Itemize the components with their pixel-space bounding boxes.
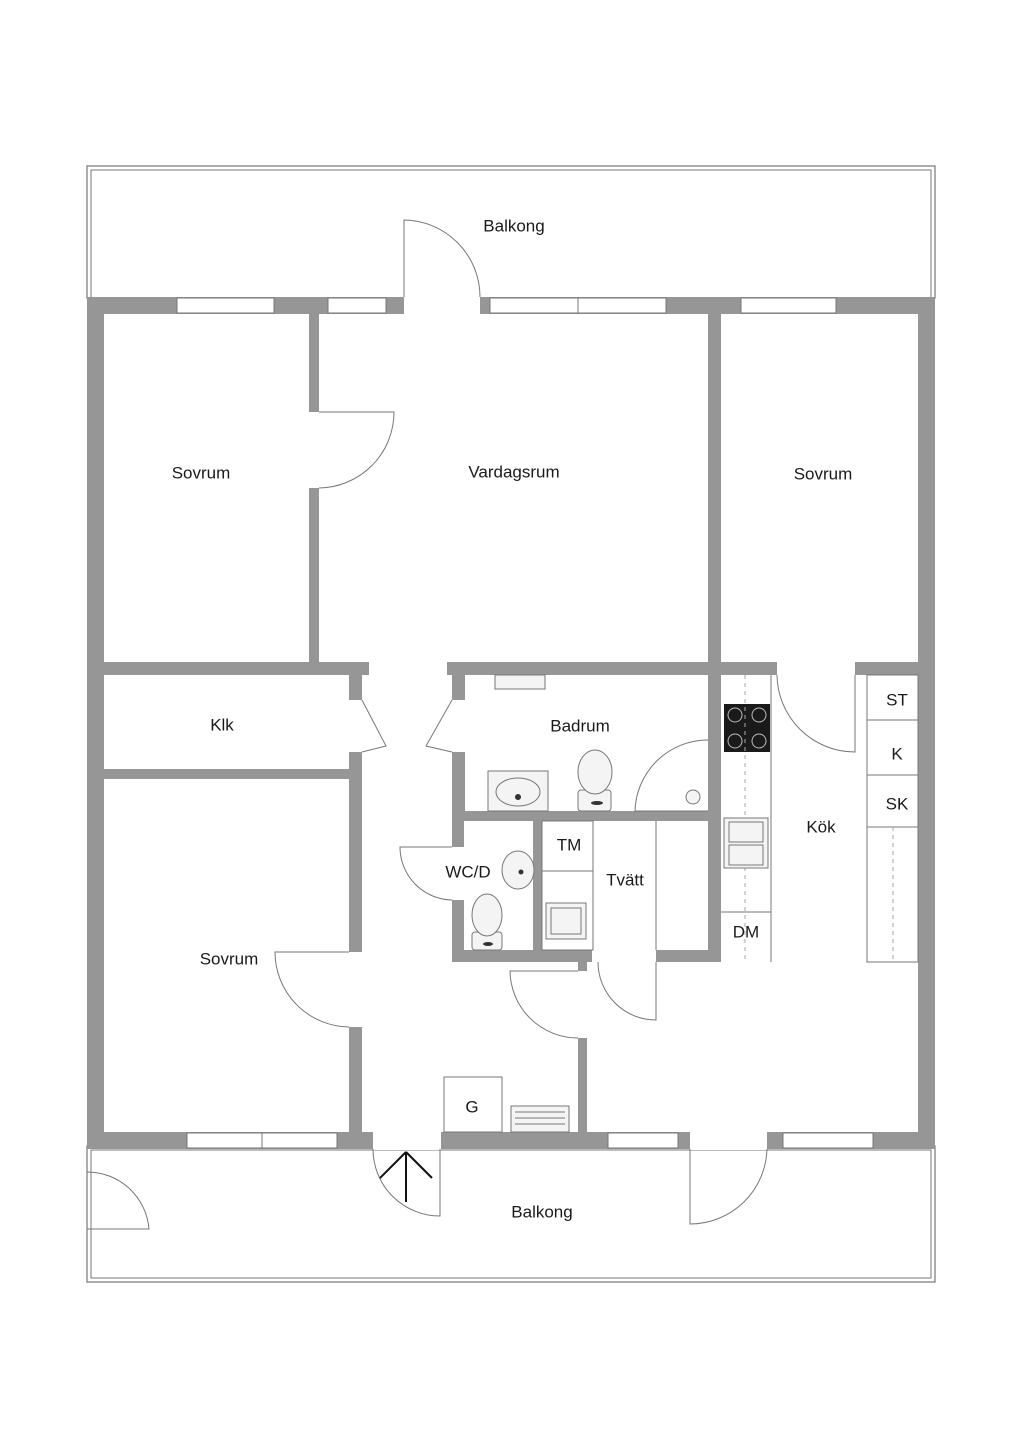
washbasin-icon: [487, 770, 549, 812]
doors: [86, 219, 856, 1230]
label-tm: TM: [557, 835, 582, 854]
label-balkong-bottom: Balkong: [511, 1202, 572, 1221]
washbasin-icon: [501, 850, 535, 890]
label-vardagsrum: Vardagsrum: [468, 462, 559, 481]
label-klk: Klk: [210, 715, 234, 734]
toilet-icon: [471, 893, 503, 951]
room-labels: Balkong Sovrum Vardagsrum Sovrum Klk Bad…: [172, 216, 909, 1221]
fixtures: [379, 674, 919, 1202]
label-kok: Kök: [806, 817, 836, 836]
stove-icon: [724, 704, 770, 752]
label-tvatt: Tvätt: [606, 870, 644, 889]
toilet-icon: [577, 749, 613, 812]
label-dm: DM: [733, 922, 759, 941]
windows: [176, 296, 874, 1150]
label-g: G: [465, 1097, 478, 1116]
label-wcd: WC/D: [445, 862, 490, 881]
label-sovrum-ne: Sovrum: [794, 464, 853, 483]
label-k: K: [891, 744, 903, 763]
kitchen-sink-icon: [723, 817, 769, 869]
label-sovrum-sw: Sovrum: [200, 949, 259, 968]
label-badrum: Badrum: [550, 716, 610, 735]
label-balkong-top: Balkong: [483, 216, 544, 235]
label-sovrum-nw: Sovrum: [172, 463, 231, 482]
north-arrow-icon: [379, 1151, 433, 1202]
label-st: ST: [886, 690, 908, 709]
label-sk: SK: [886, 794, 909, 813]
